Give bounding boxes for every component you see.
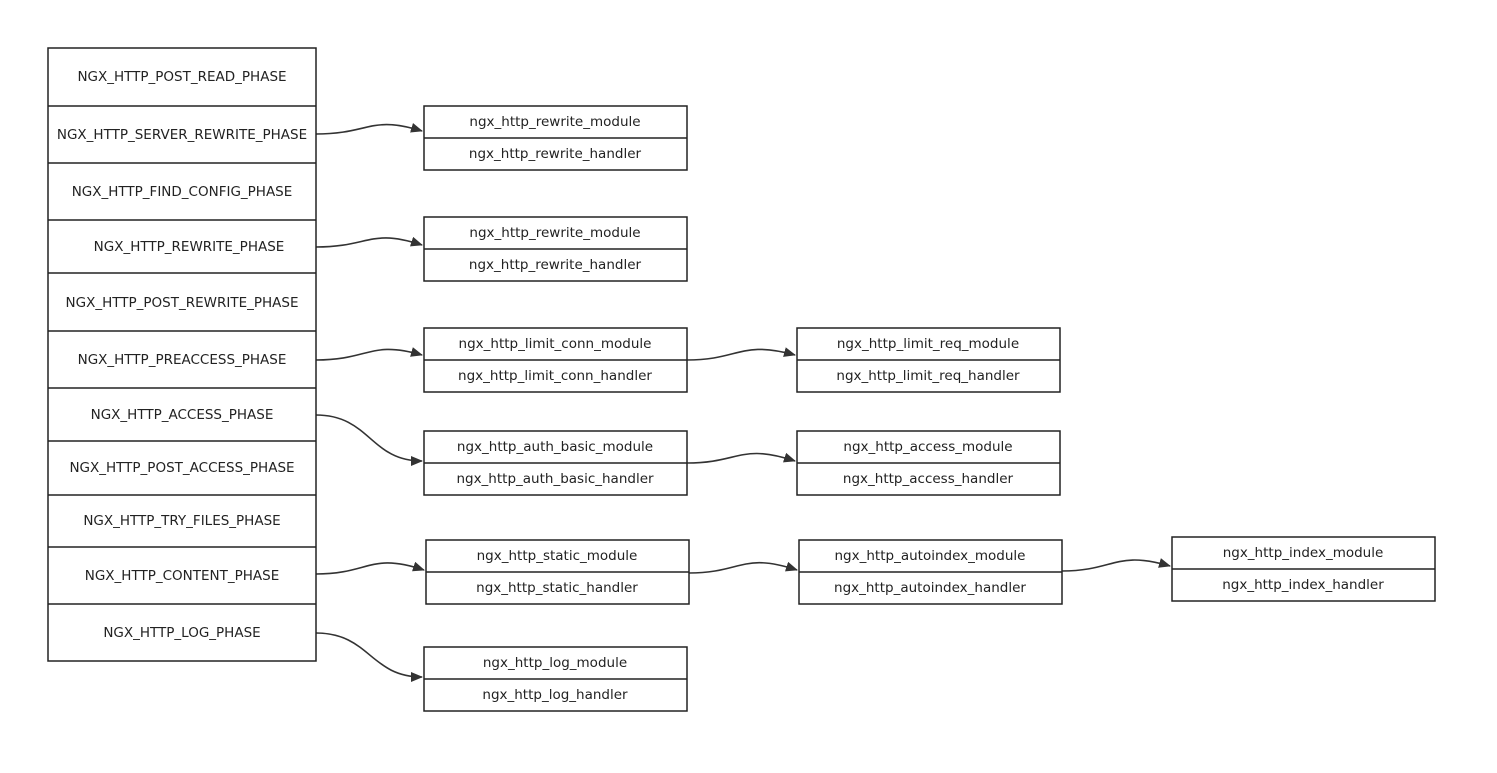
handler-name: ngx_http_limit_req_handler	[836, 368, 1020, 384]
module-name: ngx_http_index_module	[1223, 545, 1384, 561]
phase-content: NGX_HTTP_CONTENT_PHASE	[85, 568, 280, 584]
module-name: ngx_http_limit_conn_module	[459, 336, 652, 352]
module-name: ngx_http_rewrite_module	[469, 225, 640, 241]
handler-name: ngx_http_rewrite_handler	[469, 146, 642, 162]
handler-name: ngx_http_autoindex_handler	[834, 580, 1026, 596]
module-name: ngx_http_auth_basic_module	[457, 439, 653, 455]
module-box-limit-req: ngx_http_limit_req_module ngx_http_limit…	[796, 327, 1061, 393]
connector-auth-basic-to-access-module	[686, 452, 796, 464]
connector-static-to-autoindex-module	[688, 561, 798, 574]
phase-post-read: NGX_HTTP_POST_READ_PHASE	[77, 69, 286, 85]
module-box-log: ngx_http_log_module ngx_http_log_handler	[423, 646, 688, 712]
handler-name: ngx_http_static_handler	[476, 580, 638, 596]
phase-log: NGX_HTTP_LOG_PHASE	[103, 625, 260, 641]
phase-try-files: NGX_HTTP_TRY_FILES_PHASE	[83, 513, 280, 529]
phase-stack: NGX_HTTP_POST_READ_PHASE NGX_HTTP_SERVER…	[47, 47, 317, 662]
module-name: ngx_http_static_module	[477, 548, 638, 564]
module-name: ngx_http_rewrite_module	[469, 114, 640, 130]
module-name: ngx_http_access_module	[843, 439, 1012, 455]
phase-stack-border	[47, 47, 317, 662]
phase-access: NGX_HTTP_ACCESS_PHASE	[91, 407, 274, 423]
module-box-static: ngx_http_static_module ngx_http_static_h…	[425, 539, 690, 605]
phase-find-config: NGX_HTTP_FIND_CONFIG_PHASE	[72, 184, 293, 200]
connector-autoindex-to-index-module	[1061, 558, 1171, 572]
module-box-auth-basic: ngx_http_auth_basic_module ngx_http_auth…	[423, 430, 688, 496]
module-box-rewrite: ngx_http_rewrite_module ngx_http_rewrite…	[423, 216, 688, 282]
phase-post-access: NGX_HTTP_POST_ACCESS_PHASE	[69, 460, 294, 476]
module-name: ngx_http_limit_req_module	[837, 336, 1019, 352]
module-box-limit-conn: ngx_http_limit_conn_module ngx_http_limi…	[423, 327, 688, 393]
connector-content-to-static-module	[315, 561, 425, 575]
phase-server-rewrite: NGX_HTTP_SERVER_REWRITE_PHASE	[57, 127, 307, 143]
connectors	[315, 122, 1171, 682]
connector-log-to-log-module	[315, 632, 423, 682]
module-name: ngx_http_log_module	[483, 655, 627, 671]
module-box-autoindex: ngx_http_autoindex_module ngx_http_autoi…	[798, 539, 1063, 605]
handler-name: ngx_http_rewrite_handler	[469, 257, 642, 273]
connector-access-to-auth-basic-module	[315, 414, 423, 466]
handler-name: ngx_http_log_handler	[482, 687, 628, 703]
phase-preaccess: NGX_HTTP_PREACCESS_PHASE	[78, 352, 287, 368]
module-box-index: ngx_http_index_module ngx_http_index_han…	[1171, 536, 1436, 602]
module-box-access: ngx_http_access_module ngx_http_access_h…	[796, 430, 1061, 496]
connector-server-rewrite-to-rewrite-module	[315, 122, 423, 135]
handler-name: ngx_http_index_handler	[1222, 577, 1384, 593]
connector-rewrite-to-rewrite-module	[315, 236, 423, 248]
phase-rewrite: NGX_HTTP_REWRITE_PHASE	[94, 239, 285, 255]
module-name: ngx_http_autoindex_module	[835, 548, 1026, 564]
connector-preaccess-to-limit-conn-module	[315, 347, 423, 361]
phase-post-rewrite: NGX_HTTP_POST_REWRITE_PHASE	[66, 295, 299, 311]
handler-name: ngx_http_auth_basic_handler	[456, 471, 654, 487]
handler-name: ngx_http_limit_conn_handler	[458, 368, 652, 384]
handler-name: ngx_http_access_handler	[843, 471, 1014, 487]
module-box-server-rewrite: ngx_http_rewrite_module ngx_http_rewrite…	[423, 105, 688, 171]
connector-limit-conn-to-limit-req-module	[686, 347, 796, 361]
